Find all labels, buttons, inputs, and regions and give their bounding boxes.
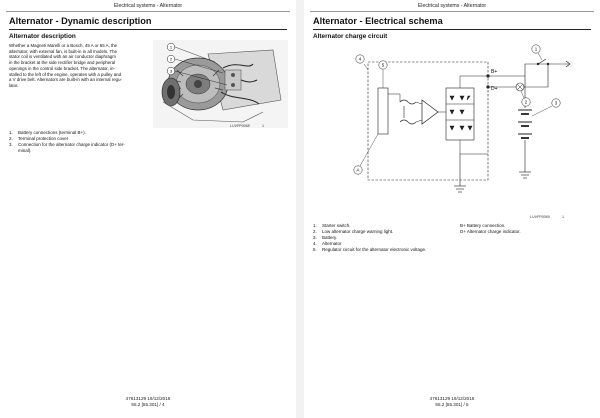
legend-list: 1.Battery connections (terminal B+). 2.T…	[9, 130, 125, 154]
figure-number: 1	[562, 215, 564, 219]
callout-3-label: 3	[170, 68, 173, 73]
page-title: Alternator - Dynamic description	[9, 16, 152, 26]
rectifier-bridge	[445, 87, 475, 141]
wire	[222, 63, 254, 69]
list-item: 3.Connection for the alternator charge i…	[9, 141, 125, 147]
figure-code: LUVFP0069	[530, 215, 550, 219]
page-title: Alternator - Electrical schema	[313, 16, 443, 26]
text-line: stator coil is ventilated with an air co…	[9, 54, 116, 60]
figure-number: 1	[262, 124, 264, 128]
list-item: 3.Battery.	[313, 234, 338, 240]
callout-1-label: 1	[535, 47, 538, 52]
text-line: Whether a Magneti Marelli or a Bosch, 45…	[9, 43, 118, 48]
regulator-block	[377, 87, 389, 135]
running-header: Electrical systems - Alternator	[113, 3, 183, 9]
page-number: 55.2 [55.301] / 4	[131, 402, 165, 407]
page-gutter	[296, 0, 304, 418]
ground-icon	[519, 171, 531, 179]
page-footer: 47613129 19/12/2016 55.2 [55.301] / 5	[304, 396, 600, 408]
list-item: 1.Battery connections (terminal B+).	[9, 130, 86, 135]
terminal-legend-list: B+ Battery connection. D+ Alternator cha…	[460, 223, 521, 235]
header-rule	[310, 11, 594, 12]
list-item: 1.Starter switch.	[313, 223, 351, 228]
callout-3	[166, 66, 176, 76]
b-plus-wire	[488, 63, 570, 77]
header-rule	[6, 11, 290, 12]
list-item: 5.Regulator circuit for the alternator e…	[313, 246, 427, 252]
right-page: Electrical systems - Alternator Alternat…	[304, 0, 600, 418]
title-rule	[313, 29, 591, 30]
page-number: 55.2 [55.301] / 5	[435, 402, 469, 407]
alternator-boundary	[367, 61, 489, 181]
callout-5	[378, 60, 388, 70]
list-item: minal).	[18, 147, 32, 153]
callout-4	[355, 54, 365, 64]
list-item: 2.Low alternator charge warning light.	[313, 228, 394, 234]
callout-5-label: 5	[382, 63, 385, 68]
title-rule	[9, 29, 287, 30]
section-subtitle: Alternator description	[9, 33, 76, 40]
list-item: 2.Terminal protection cover	[9, 135, 69, 141]
text-line: a V drive belt. Alternators are built-in…	[9, 77, 122, 83]
charge-circuit-schematic: B+ D+	[353, 44, 571, 193]
callout-2-label: 2	[170, 56, 173, 61]
text-line: lator.	[9, 82, 19, 88]
legend-list: 1.Starter switch. 2.Low alternator charg…	[313, 223, 426, 253]
ground-icon	[454, 185, 466, 193]
alternator-photo: 1 2 3	[153, 40, 288, 128]
stator-winding	[399, 99, 417, 105]
b-plus-label: B+	[491, 69, 497, 75]
figure-code: LUVFP0068	[230, 124, 250, 128]
page-footer: 47613129 19/12/2016 55.2 [55.301] / 4	[0, 396, 296, 408]
callout-1	[166, 42, 176, 52]
d-plus-label: D+	[491, 86, 498, 92]
list-item: 4.Alternator	[313, 240, 342, 246]
callout-1	[531, 44, 541, 54]
text-line: stalled to the left of the engine, opera…	[9, 71, 122, 77]
callout-a-label: A	[357, 168, 360, 173]
left-page: Electrical systems - Alternator Alternat…	[0, 0, 296, 418]
callout-a	[353, 165, 363, 175]
arrow-icon	[565, 60, 571, 68]
list-item: D+ Alternator charge indicator.	[460, 228, 521, 234]
text-line: openings in the control side bracket. Th…	[9, 65, 115, 71]
section-subtitle: Alternator charge circuit	[313, 33, 388, 40]
callout-2	[521, 97, 531, 107]
callout-2-label: 2	[525, 100, 528, 105]
terminal-d-plus	[486, 85, 490, 89]
callout-2	[166, 54, 176, 64]
callout-3	[551, 98, 561, 108]
starter-switch	[537, 58, 547, 65]
stator-star	[421, 99, 439, 125]
battery	[518, 109, 532, 139]
callout-4-label: 4	[359, 57, 362, 62]
text-line: alternator, with external fan, is built-…	[9, 48, 118, 54]
doc-reference: 47613129 19/12/2016	[429, 396, 475, 401]
terminal-b-plus	[486, 74, 490, 78]
callout-3-label: 3	[555, 101, 558, 106]
doc-reference: 47613129 19/12/2016	[125, 396, 171, 401]
running-header: Electrical systems - Alternator	[417, 3, 487, 9]
callout-1-label: 1	[170, 44, 173, 49]
description-paragraph: Whether a Magneti Marelli or a Bosch, 45…	[9, 43, 149, 89]
list-item: B+ Battery connection.	[460, 223, 506, 228]
text-line: in the bracket at the side rectifier bri…	[9, 60, 116, 66]
